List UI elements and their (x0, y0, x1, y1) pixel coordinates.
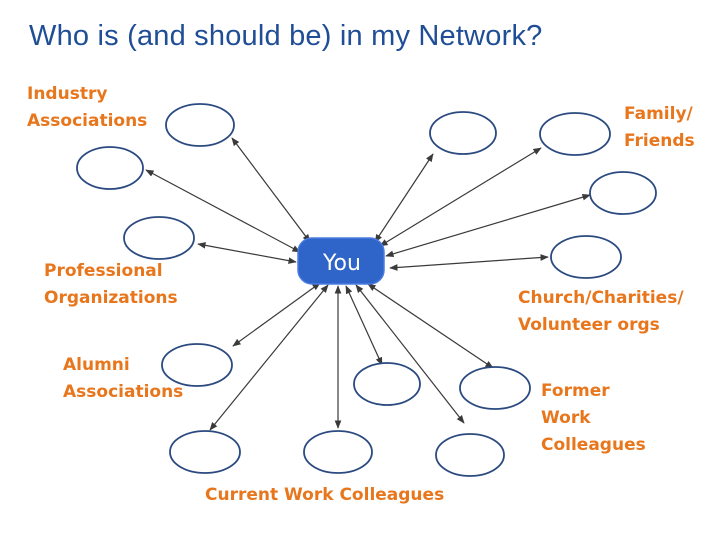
contact-node-professional (123, 216, 195, 260)
link-family-lower (385, 193, 591, 258)
label-professional-organizations: Professional Organizations (44, 258, 178, 312)
link-alumni (232, 282, 321, 347)
link-industry-left (145, 169, 301, 253)
link-family-top-left (374, 153, 434, 243)
label-industry-associations: Industry Associations (27, 81, 147, 135)
contact-node-industry-left (76, 146, 144, 190)
link-industry-top (231, 137, 311, 243)
contact-node-current-2 (303, 430, 373, 474)
label-line: Church/Charities/ (518, 288, 684, 308)
label-line: Professional (44, 261, 163, 281)
you-label: You (323, 251, 361, 276)
contact-node-family-2 (539, 112, 611, 156)
link-church (389, 254, 549, 271)
contact-node-family-1 (429, 111, 497, 155)
link-current-left (209, 284, 329, 431)
label-current-work-colleagues: Current Work Colleagues (205, 482, 444, 509)
label-line: Current Work Colleagues (205, 485, 445, 505)
contact-node-family-3 (589, 171, 657, 215)
label-family-friends: Family/ Friends (624, 101, 695, 155)
link-professional (197, 242, 297, 264)
label-line: Work (541, 408, 591, 428)
contact-node-alumni (161, 343, 233, 387)
contact-node-current-3 (435, 433, 505, 477)
label-former-work-colleagues: Former Work Colleagues (541, 378, 646, 459)
label-line: Associations (27, 111, 148, 131)
label-line: Alumni (63, 355, 130, 375)
you-node (297, 237, 385, 285)
page-title: Who is (and should be) in my Network? (29, 20, 543, 52)
label-line: Former (541, 381, 610, 401)
label-line: Friends (624, 131, 695, 151)
contact-node-former (459, 366, 531, 410)
label-line: Industry (27, 84, 108, 104)
label-line: Colleagues (541, 435, 646, 455)
contact-node-industry-top (165, 103, 235, 147)
label-church-charities: Church/Charities/ Volunteer orgs (518, 285, 684, 339)
contact-node-current-1 (169, 430, 241, 474)
label-alumni-associations: Alumni Associations (63, 352, 183, 406)
label-line: Family/ (624, 104, 693, 124)
contact-node-church (550, 235, 622, 279)
contact-node-small-1 (353, 362, 421, 406)
link-small-1 (345, 285, 383, 366)
label-line: Volunteer orgs (518, 315, 660, 335)
label-line: Associations (63, 382, 184, 402)
label-line: Organizations (44, 288, 178, 308)
link-former (367, 283, 494, 369)
